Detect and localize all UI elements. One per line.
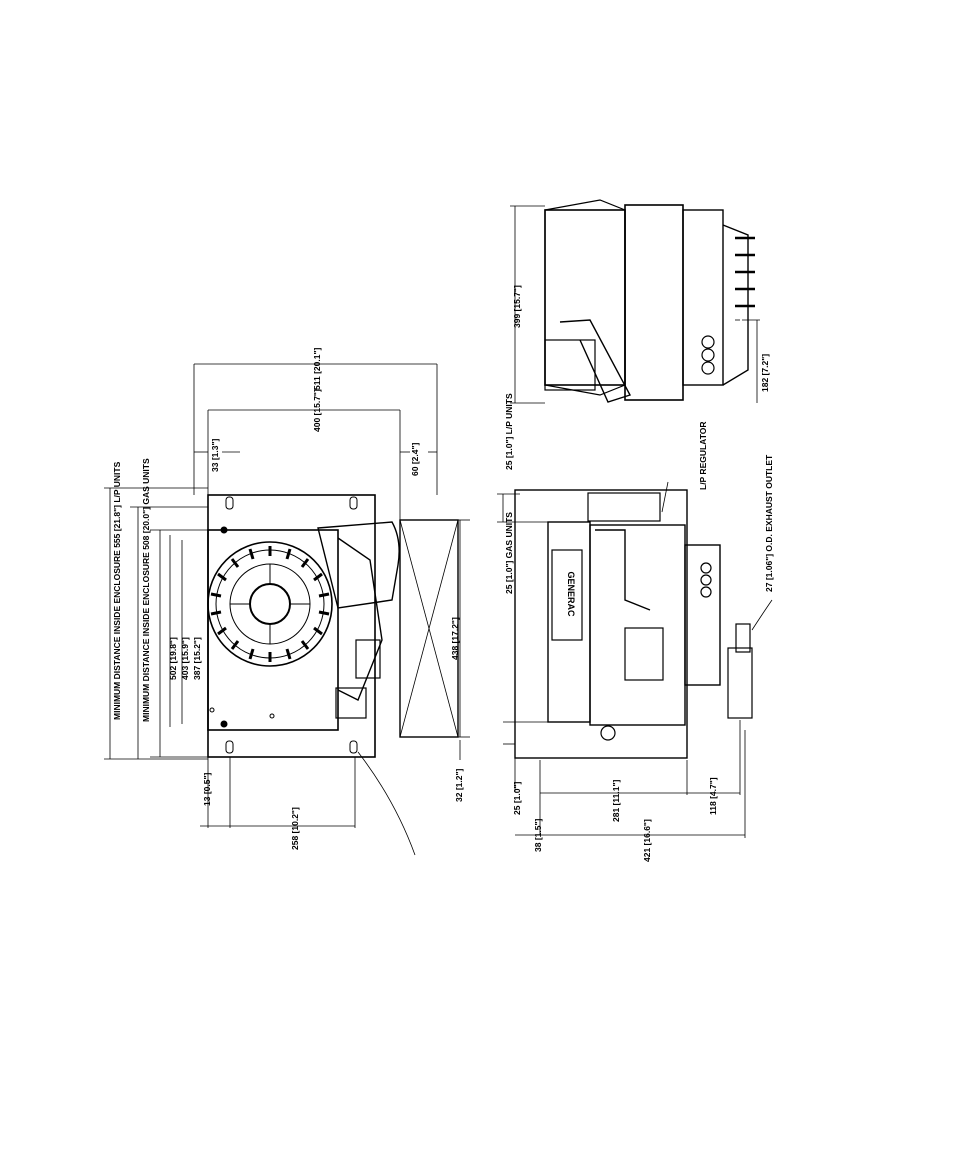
mount-slot bbox=[349, 740, 358, 754]
front-exhaust-outlet bbox=[727, 647, 753, 719]
side-cylinder bbox=[624, 204, 684, 401]
label-511: 511 [20.1"] bbox=[312, 348, 322, 390]
bolt bbox=[220, 720, 228, 728]
label-bottom-25: 25 [1.0"] bbox=[512, 782, 522, 815]
dim-511 bbox=[193, 363, 438, 520]
exhaust-pipe bbox=[337, 537, 383, 701]
label-399: 399 [15.7"] bbox=[512, 285, 522, 328]
muffler bbox=[317, 521, 400, 609]
front-control-panel bbox=[547, 521, 591, 723]
front-base-plate bbox=[514, 489, 688, 759]
dim-399 bbox=[510, 205, 760, 404]
label-bottom-421: 421 [16.6"] bbox=[642, 819, 652, 862]
side-panel bbox=[399, 519, 459, 738]
front-logo: GENERAC bbox=[566, 571, 576, 617]
label-exhaust-outlet: 27 [1.06"] O.D. EXHAUST OUTLET bbox=[764, 454, 774, 592]
bolt bbox=[269, 713, 275, 719]
side-shroud bbox=[722, 224, 749, 386]
label-enclosure-lp: MINIMUM DISTANCE INSIDE ENCLOSURE 555 [2… bbox=[112, 461, 122, 720]
label-bottom-281: 281 [11.1"] bbox=[611, 780, 621, 822]
front-regulator bbox=[587, 492, 661, 522]
label-403: 403 [15.9"] bbox=[180, 637, 190, 680]
front-rings bbox=[700, 562, 712, 598]
enclosure-dims bbox=[104, 487, 470, 760]
front-filter bbox=[624, 627, 664, 681]
label-enclosure-gas: MINIMUM DISTANCE INSIDE ENCLOSURE 508 [2… bbox=[141, 458, 151, 722]
front-knob bbox=[600, 725, 616, 741]
label-lp-units: 25 [1.0"] L/P UNITS bbox=[504, 393, 514, 470]
side-engine-block bbox=[544, 209, 626, 386]
front-dims bbox=[497, 481, 773, 838]
label-bottom-118: 118 [4.7"] bbox=[708, 777, 718, 815]
label-gas-units: 25 [1.0"] GAS UNITS bbox=[504, 512, 514, 594]
bottom-dims-top-view bbox=[200, 740, 461, 856]
side-view bbox=[510, 199, 760, 404]
side-fins bbox=[735, 236, 755, 308]
mount-slot bbox=[225, 740, 234, 754]
front-cylinder-block bbox=[684, 544, 721, 686]
label-438: 438 [17.2"] bbox=[450, 617, 460, 660]
label-32: 32 [1.2"] bbox=[454, 769, 464, 802]
label-exhaust-outlet-text: 27 [1.06"] O.D. EXHAUST OUTLET bbox=[764, 454, 774, 592]
mount-slot bbox=[225, 496, 234, 510]
side-head bbox=[682, 209, 724, 386]
front-exhaust-tip bbox=[735, 623, 751, 653]
label-lp-units-text: 25 [1.0"] L/P UNITS bbox=[504, 393, 514, 470]
flywheel-grille bbox=[207, 541, 333, 667]
label-33: 33 [1.3"] bbox=[210, 439, 220, 472]
label-502: 502 [19.8"] bbox=[168, 637, 178, 680]
front-logo-plate bbox=[551, 549, 583, 641]
bolt bbox=[220, 526, 228, 534]
label-gas-units-text: 25 [1.0"] GAS UNITS bbox=[504, 512, 514, 594]
front-pipe bbox=[595, 529, 651, 611]
label-enclosure-lp-text: MINIMUM DISTANCE INSIDE ENCLOSURE 555 [2… bbox=[112, 461, 122, 720]
top-view bbox=[104, 363, 470, 856]
label-258: 258 [10.2"] bbox=[290, 807, 300, 850]
mount-slot bbox=[349, 496, 358, 510]
engine-housing bbox=[207, 529, 339, 731]
label-182: 182 [7.2"] bbox=[760, 354, 770, 392]
side-base bbox=[544, 339, 596, 391]
front-engine bbox=[589, 524, 686, 726]
terminal-block bbox=[335, 687, 367, 719]
bolt bbox=[209, 707, 215, 713]
label-60: 60 [2.4"] bbox=[410, 443, 420, 476]
label-400: 400 [15.7"] bbox=[312, 389, 322, 432]
dimension-labels: 511 [20.1"] 400 [15.7"] 33 [1.3"] 60 [2.… bbox=[112, 285, 774, 862]
label-13: 13 [0.5"] bbox=[202, 773, 212, 806]
label-bottom-38: 38 [1.5"] bbox=[533, 819, 543, 852]
side-fan-cover bbox=[544, 199, 626, 396]
label-387: 387 [15.2"] bbox=[192, 637, 202, 680]
control-box bbox=[355, 639, 381, 679]
label-lp-regulator: L/P REGULATOR bbox=[698, 422, 708, 490]
label-enclosure-gas-text: MINIMUM DISTANCE INSIDE ENCLOSURE 508 [2… bbox=[141, 458, 151, 722]
side-intake-pipe bbox=[559, 319, 632, 403]
side-rings bbox=[701, 335, 715, 375]
front-view: GENERAC bbox=[497, 481, 773, 838]
